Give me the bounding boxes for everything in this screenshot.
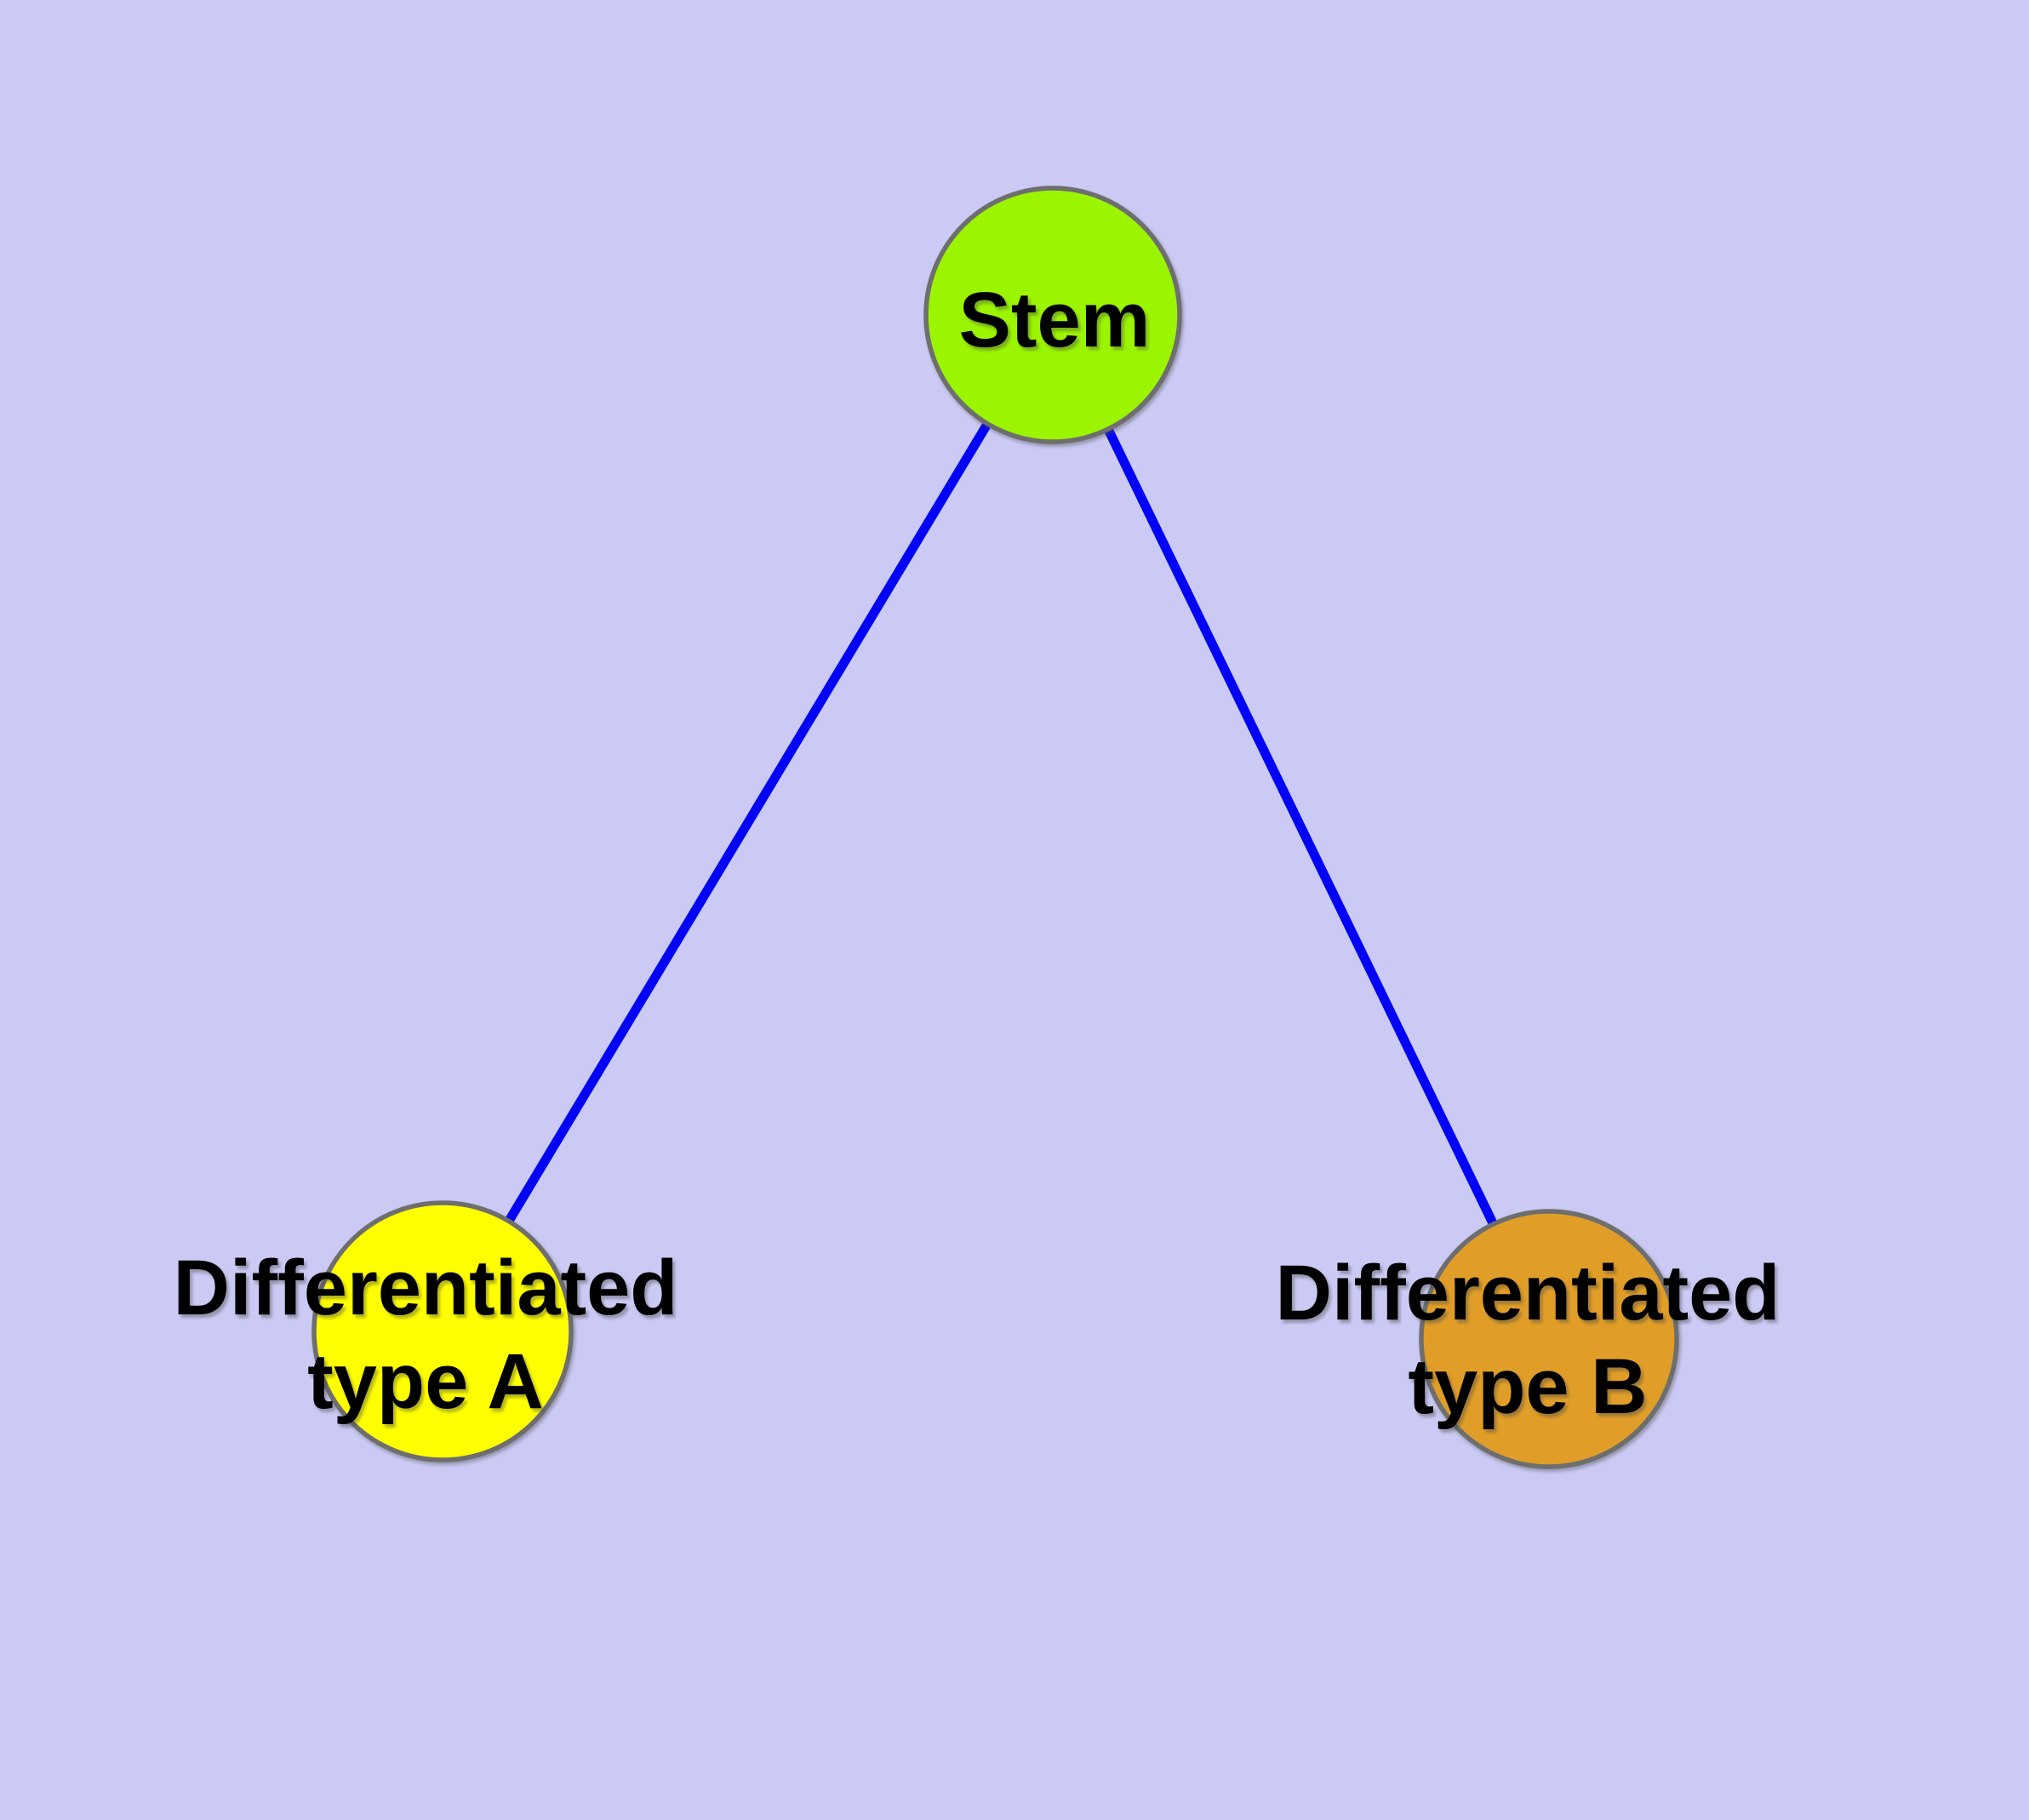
node-type-a-circle[interactable]: [311, 1200, 574, 1462]
node-stem-circle[interactable]: [923, 186, 1182, 444]
node-type-b-circle[interactable]: [1419, 1209, 1679, 1469]
edge-stem-to-type-a: [438, 312, 1057, 1334]
edge-stem-to-type-b: [1049, 312, 1553, 1342]
